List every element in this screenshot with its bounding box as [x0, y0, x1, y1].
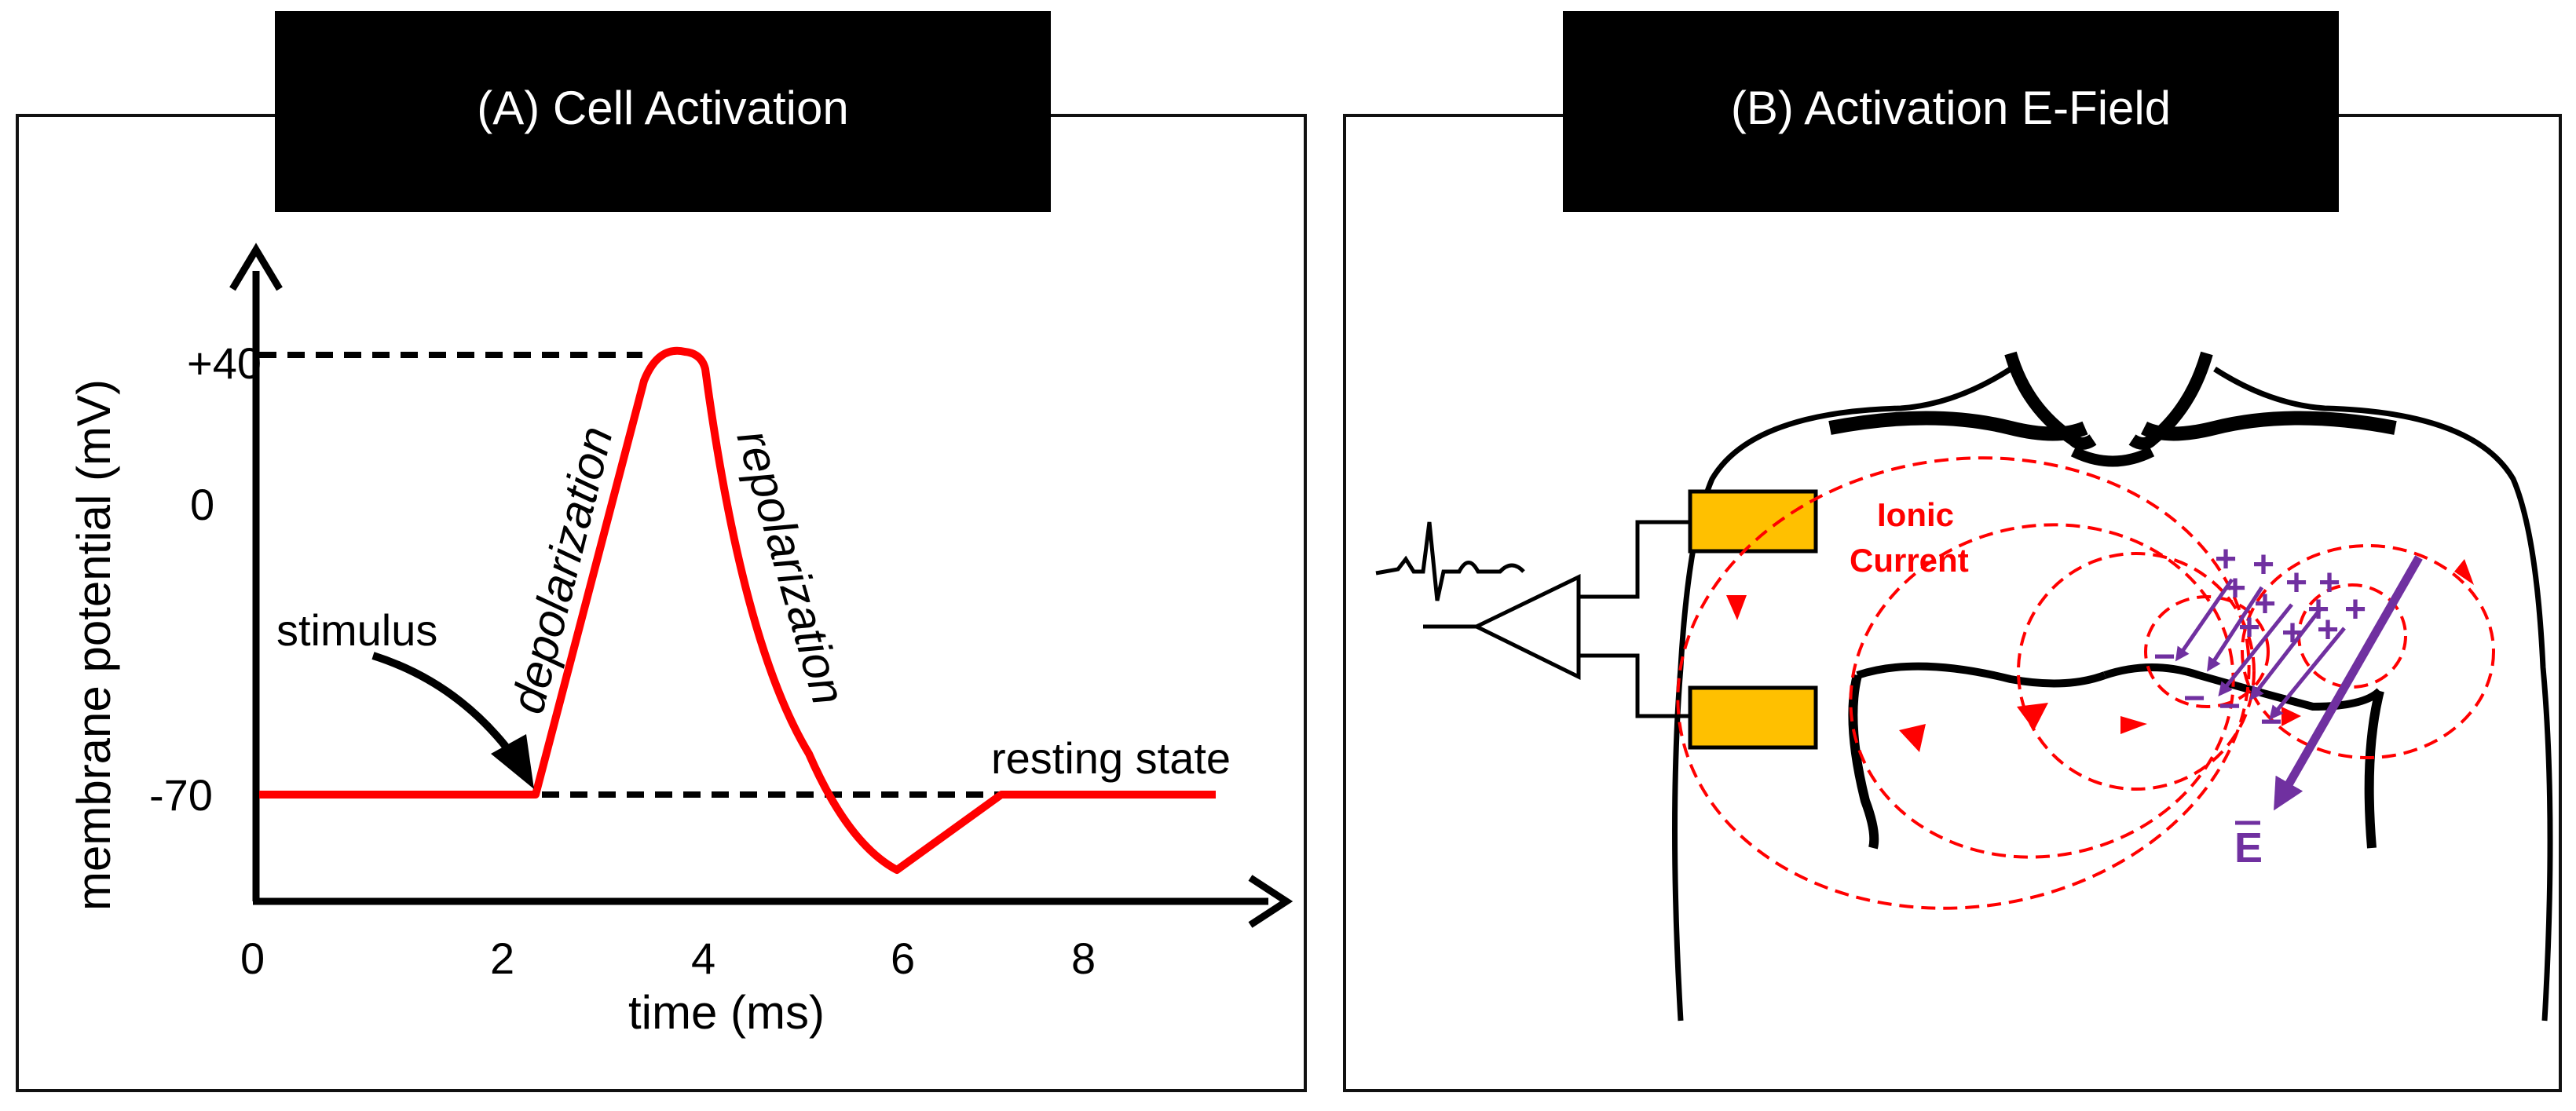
rib-left-curve [1848, 674, 1879, 850]
field-line-outer [1676, 456, 2251, 910]
field-arrowhead [1726, 595, 1747, 620]
field-line-inner [2017, 552, 2256, 791]
e-field-label: E [2234, 824, 2263, 872]
electrode-top [1688, 489, 1818, 554]
x-tick-label: 4 [691, 934, 715, 983]
ecg-trace-icon [1375, 521, 1525, 601]
torso-diagram: + + + + + + + + + + + − − − − E Ioni [1375, 351, 2553, 1021]
plus-charge: + [2317, 609, 2339, 651]
dipole-arrows [2175, 578, 2346, 720]
plus-charge: + [2285, 562, 2307, 604]
amplifier-triangle [1472, 574, 1581, 681]
neck-bone-right [2128, 351, 2213, 450]
repolarization-label: repolarization [727, 424, 856, 711]
electrode-bottom [1688, 685, 1818, 750]
y-tick-label: 0 [190, 480, 214, 529]
dipole-arrow [2269, 627, 2346, 720]
neck-bone-left [2004, 351, 2097, 450]
dipole-arrow [2218, 603, 2293, 697]
panel-b-title: (B) Activation E-Field [1563, 11, 2339, 212]
field-direction-arrows [1726, 559, 2474, 752]
plus-charge: + [2318, 562, 2340, 604]
action-potential-curve [259, 346, 1216, 874]
x-tick-label: 8 [1071, 934, 1096, 983]
field-line-right-large [2241, 544, 2495, 759]
field-arrowhead [2017, 703, 2048, 730]
action-potential-plot: +40 0 -70 0 2 4 6 8 time (ms) membrane p… [68, 243, 1293, 1039]
plus-charge: + [2344, 589, 2366, 630]
plus-charge: + [2238, 607, 2260, 649]
plus-charge: + [2215, 539, 2237, 580]
dipole-arrow [2175, 578, 2234, 662]
torso-outline [2213, 367, 2553, 1021]
amplifier-input-wire-top [1579, 520, 1690, 599]
y-tick-label: -70 [149, 770, 213, 820]
stimulus-arrowhead [491, 734, 534, 789]
field-arrowhead [2454, 559, 2474, 585]
minus-charge: − [2153, 636, 2175, 678]
field-arrowhead [1899, 724, 1926, 752]
field-arrowhead [2281, 707, 2301, 726]
dipole-arrow [2249, 607, 2322, 701]
panel-a-frame [16, 114, 1307, 1092]
rib-left [1856, 662, 2106, 688]
y-axis-label: membrane potential (mV) [68, 379, 120, 911]
sternum-top [2070, 446, 2155, 467]
amplifier-input-wire-bottom [1579, 653, 1690, 718]
minus-charge: − [2219, 685, 2241, 727]
plus-charge: + [2252, 544, 2274, 586]
x-tick-label: 6 [891, 934, 915, 983]
stimulus-arrow [371, 652, 518, 760]
field-arrowhead [2120, 716, 2147, 734]
resting-state-label: resting state [991, 733, 1231, 783]
x-axis-arrowhead [1248, 875, 1293, 928]
field-line-mid [1849, 523, 2235, 859]
ionic-current-label-line2: Current [1850, 542, 1969, 579]
e-field-arrow [2274, 555, 2423, 811]
y-tick-label: +40 [187, 338, 262, 388]
stimulus-label: stimulus [276, 605, 437, 655]
panel-a-title: (A) Cell Activation [275, 11, 1051, 212]
depolarization-label: depolarization [501, 421, 623, 718]
minus-charge: − [2183, 678, 2205, 719]
clavicle-right [2140, 411, 2397, 441]
x-axis-label: time (ms) [628, 986, 825, 1039]
dipole-arrow [2207, 586, 2264, 672]
y-axis-arrowhead [229, 243, 283, 291]
rib-right-curve [2364, 689, 2384, 849]
ionic-current-label-line1: Ionic [1877, 496, 1954, 533]
x-tick-label: 2 [490, 934, 514, 983]
field-line-core [2144, 595, 2270, 708]
x-tick-label: 0 [240, 934, 265, 983]
